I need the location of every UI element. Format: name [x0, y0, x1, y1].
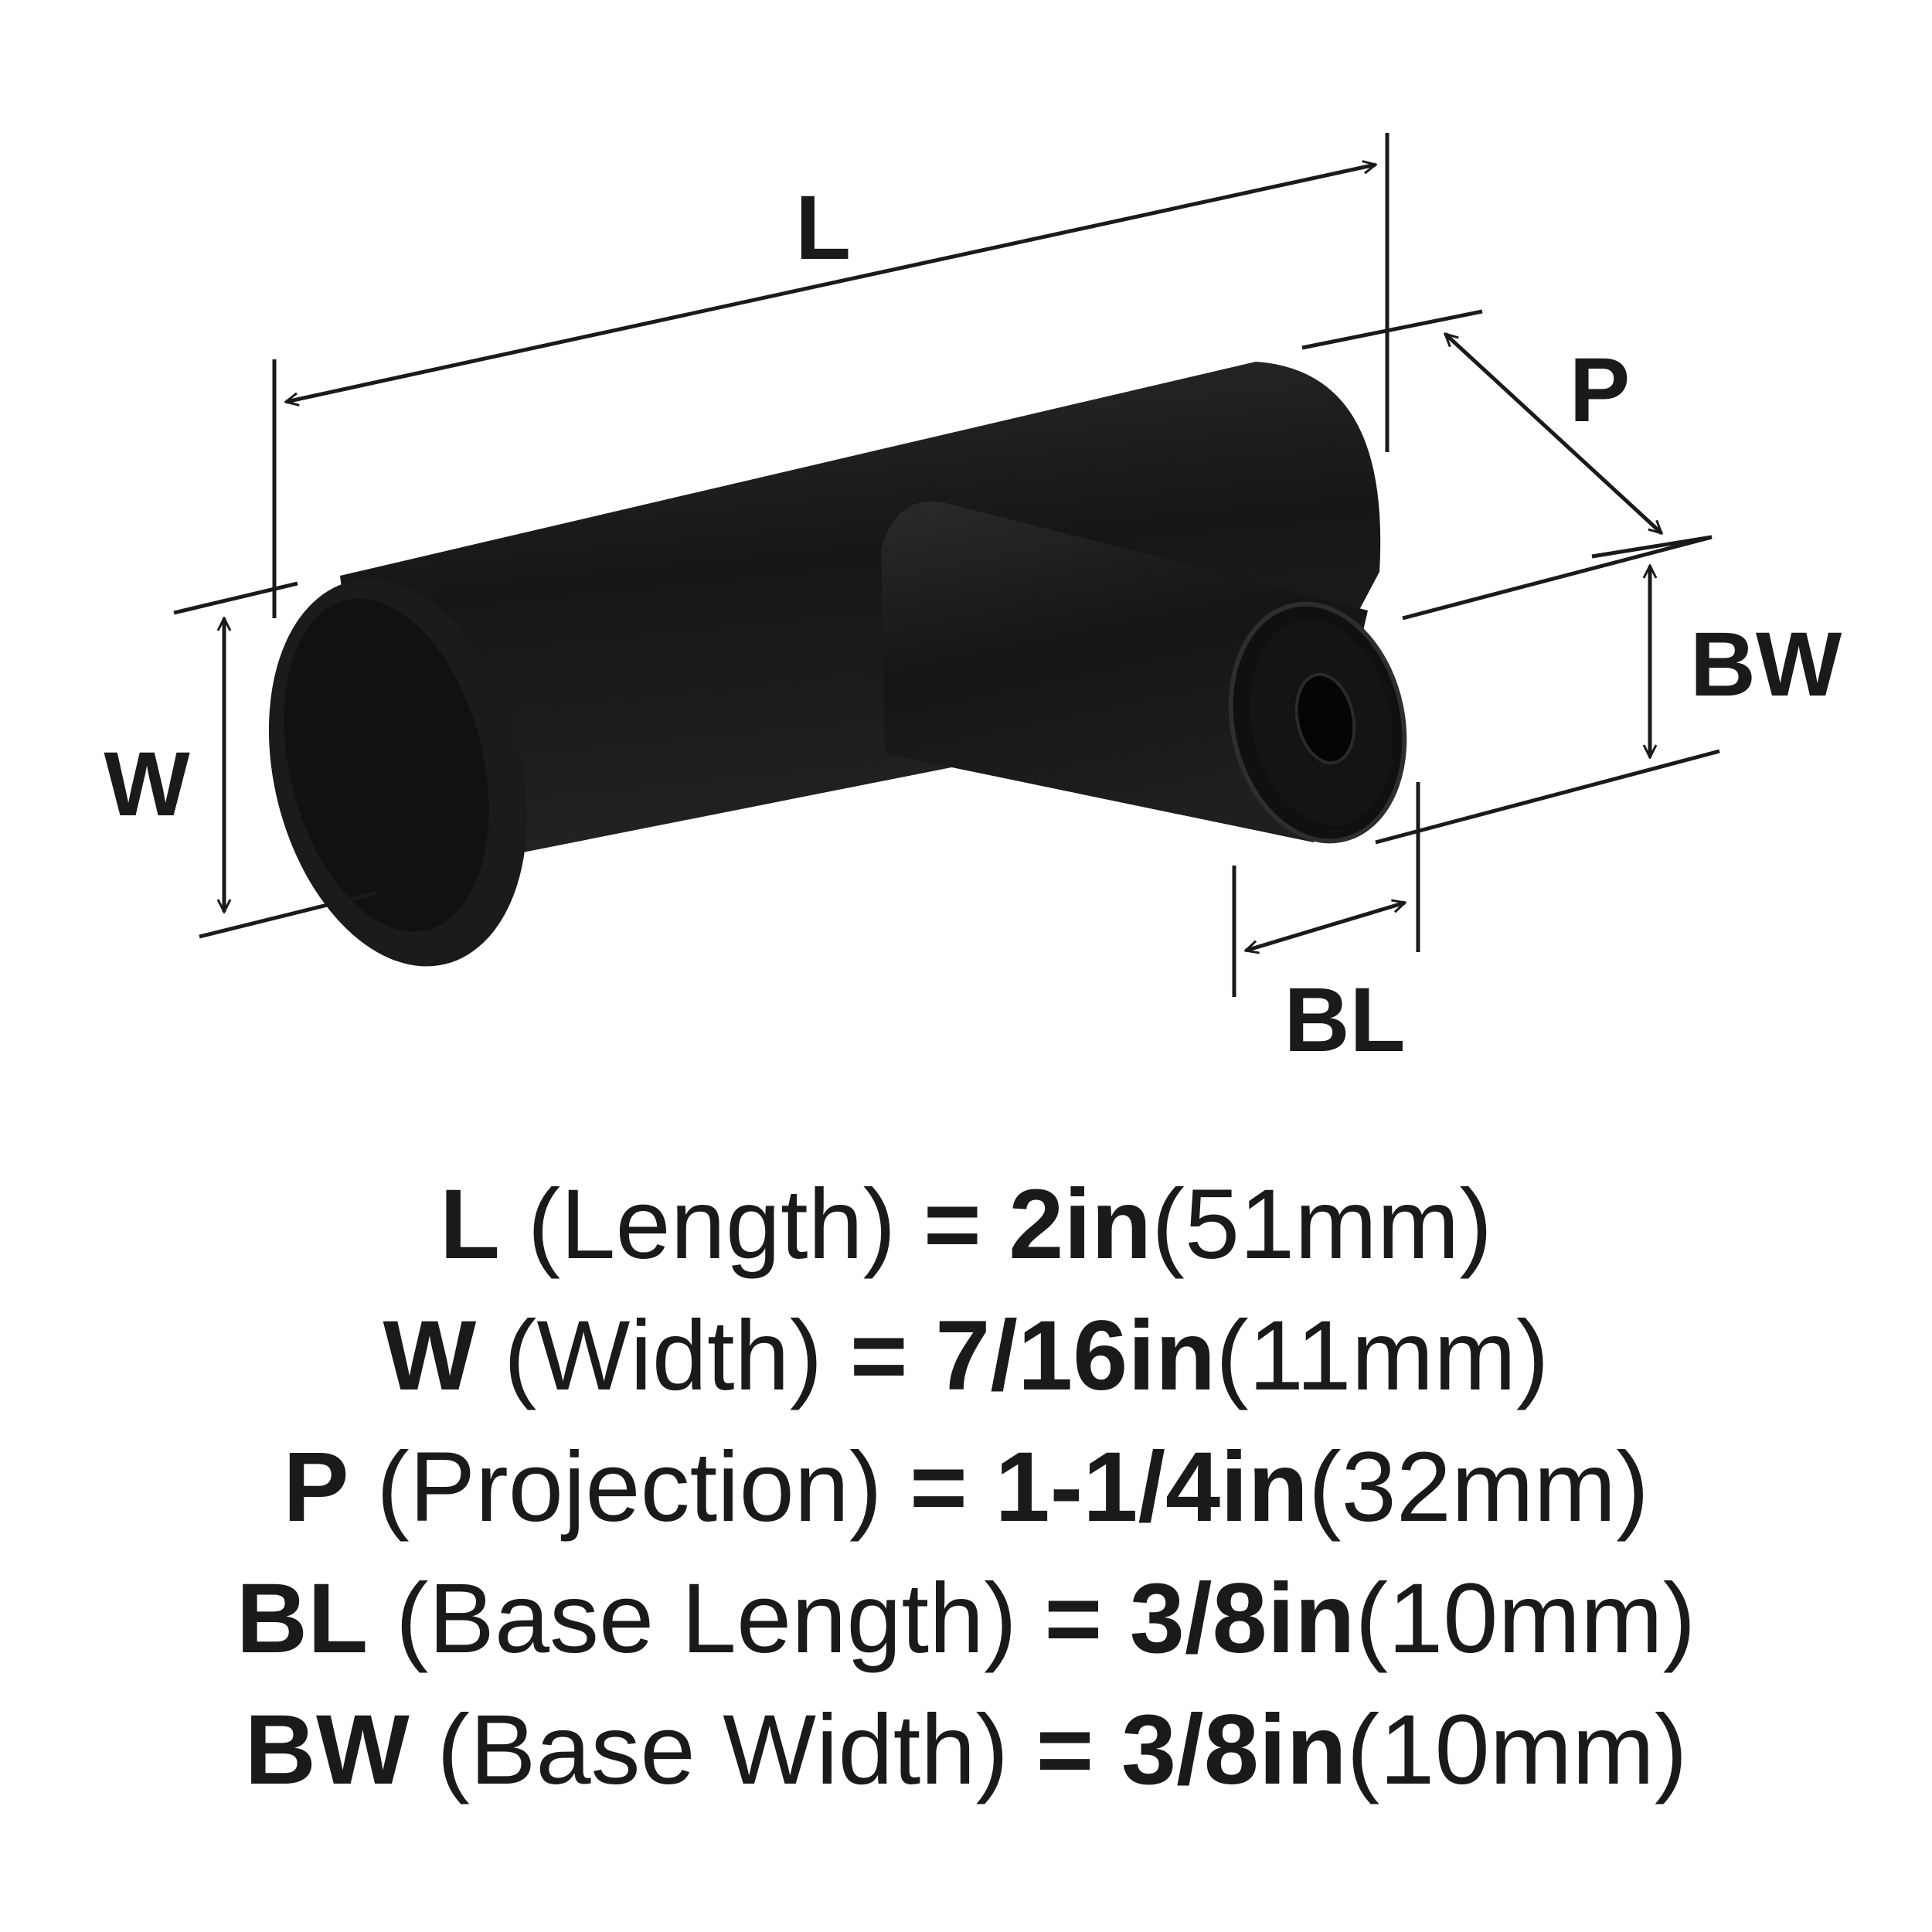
spec-line-bw: BW (Base Width) = 3/8in(10mm) [0, 1685, 1932, 1816]
spec-name: (Base Length) [395, 1563, 1017, 1674]
spec-key: BW [244, 1695, 410, 1805]
label-bw: BW [1690, 614, 1842, 716]
screw-hole-icon [1294, 672, 1356, 765]
spec-equals: = [849, 1301, 908, 1411]
label-bl: BL [1284, 969, 1405, 1071]
bw-extension-bottom [1375, 749, 1720, 845]
spec-value: 7/16in [935, 1301, 1216, 1411]
p-dimension-arrow [1445, 334, 1662, 533]
l-dimension-arrow [286, 165, 1376, 402]
spec-metric: (10mm) [1355, 1563, 1696, 1674]
label-p: P [1570, 339, 1631, 441]
spec-value: 1-1/4in [995, 1432, 1308, 1543]
spec-name: (Projection) [376, 1432, 883, 1543]
spec-equals: = [910, 1432, 968, 1543]
spec-value: 3/8in [1121, 1695, 1347, 1805]
spec-key: BL [236, 1563, 369, 1674]
spec-key: W [383, 1301, 477, 1411]
spec-name: (Length) [527, 1169, 896, 1280]
bar-body [340, 362, 1381, 881]
dimension-lines [173, 133, 1720, 997]
p-extension-top [1301, 309, 1483, 350]
spec-name: (Base Width) [437, 1695, 1009, 1805]
spec-key: P [283, 1432, 349, 1543]
w-extension-bottom [199, 890, 378, 939]
t-bar-pull [268, 362, 1407, 967]
dimension-diagram: L W P BW BL [104, 133, 1842, 1071]
p-extension-bottom [1591, 535, 1713, 559]
spec-metric: (51mm) [1151, 1169, 1493, 1280]
spec-equals: = [1036, 1695, 1094, 1805]
spec-value: 2in [1009, 1169, 1152, 1280]
spec-name: (Width) [503, 1301, 823, 1411]
label-l: L [795, 177, 851, 279]
spec-key: L [439, 1169, 501, 1280]
spec-metric: (10mm) [1346, 1695, 1688, 1805]
spec-value: 3/8in [1129, 1563, 1355, 1674]
bar-end-face [284, 598, 489, 932]
label-w: W [104, 733, 190, 835]
spec-line-w: W (Width) = 7/16in(11mm) [0, 1291, 1932, 1422]
spec-line-bl: BL (Base Length) = 3/8in(10mm) [0, 1553, 1932, 1685]
spec-list: L (Length) = 2in(51mm)W (Width) = 7/16in… [0, 1159, 1932, 1816]
spec-line-p: P (Projection) = 1-1/4in(32mm) [0, 1422, 1932, 1553]
spec-equals: = [923, 1169, 981, 1280]
w-extension-top [173, 581, 298, 615]
bw-extension-top [1402, 535, 1713, 621]
spec-line-l: L (Length) = 2in(51mm) [0, 1159, 1932, 1291]
spec-metric: (32mm) [1308, 1432, 1649, 1543]
spec-equals: = [1044, 1563, 1103, 1674]
spec-metric: (11mm) [1216, 1301, 1549, 1411]
bl-dimension-arrow [1246, 903, 1405, 951]
